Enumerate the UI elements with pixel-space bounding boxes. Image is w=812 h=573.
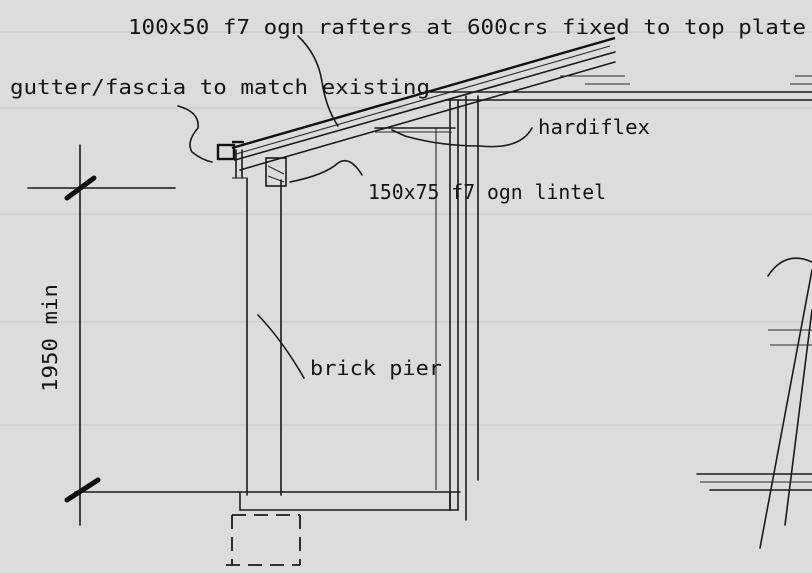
pier-label: brick pier	[310, 356, 442, 380]
brick-pier	[246, 177, 282, 496]
existing-structure-right	[696, 257, 812, 549]
rafters-label: 100x50 f7 ogn rafters at 600crs fixed to…	[128, 15, 806, 39]
paper-creases	[0, 31, 812, 426]
height-label: 1950 min	[38, 284, 62, 392]
leader-lines	[177, 35, 533, 379]
leader-gutter	[177, 105, 213, 163]
leader-lintel	[289, 159, 363, 183]
existing-wall-head	[429, 75, 812, 101]
ground-line	[74, 491, 461, 511]
leader-rafters	[297, 35, 339, 127]
hardiflex-soffit	[374, 127, 456, 133]
gutter-fascia	[216, 140, 246, 179]
footing	[226, 514, 301, 566]
leader-pier	[257, 314, 305, 379]
existing-wall	[435, 95, 479, 521]
gutter-label: gutter/fascia to match existing	[10, 75, 430, 99]
hardiflex-label: hardiflex	[538, 115, 650, 139]
height-dimension	[27, 144, 176, 526]
roof-rafter	[231, 36, 616, 171]
leader-hardiflex	[391, 127, 533, 148]
lintel-label: 150x75 f7 ogn lintel	[368, 180, 606, 204]
